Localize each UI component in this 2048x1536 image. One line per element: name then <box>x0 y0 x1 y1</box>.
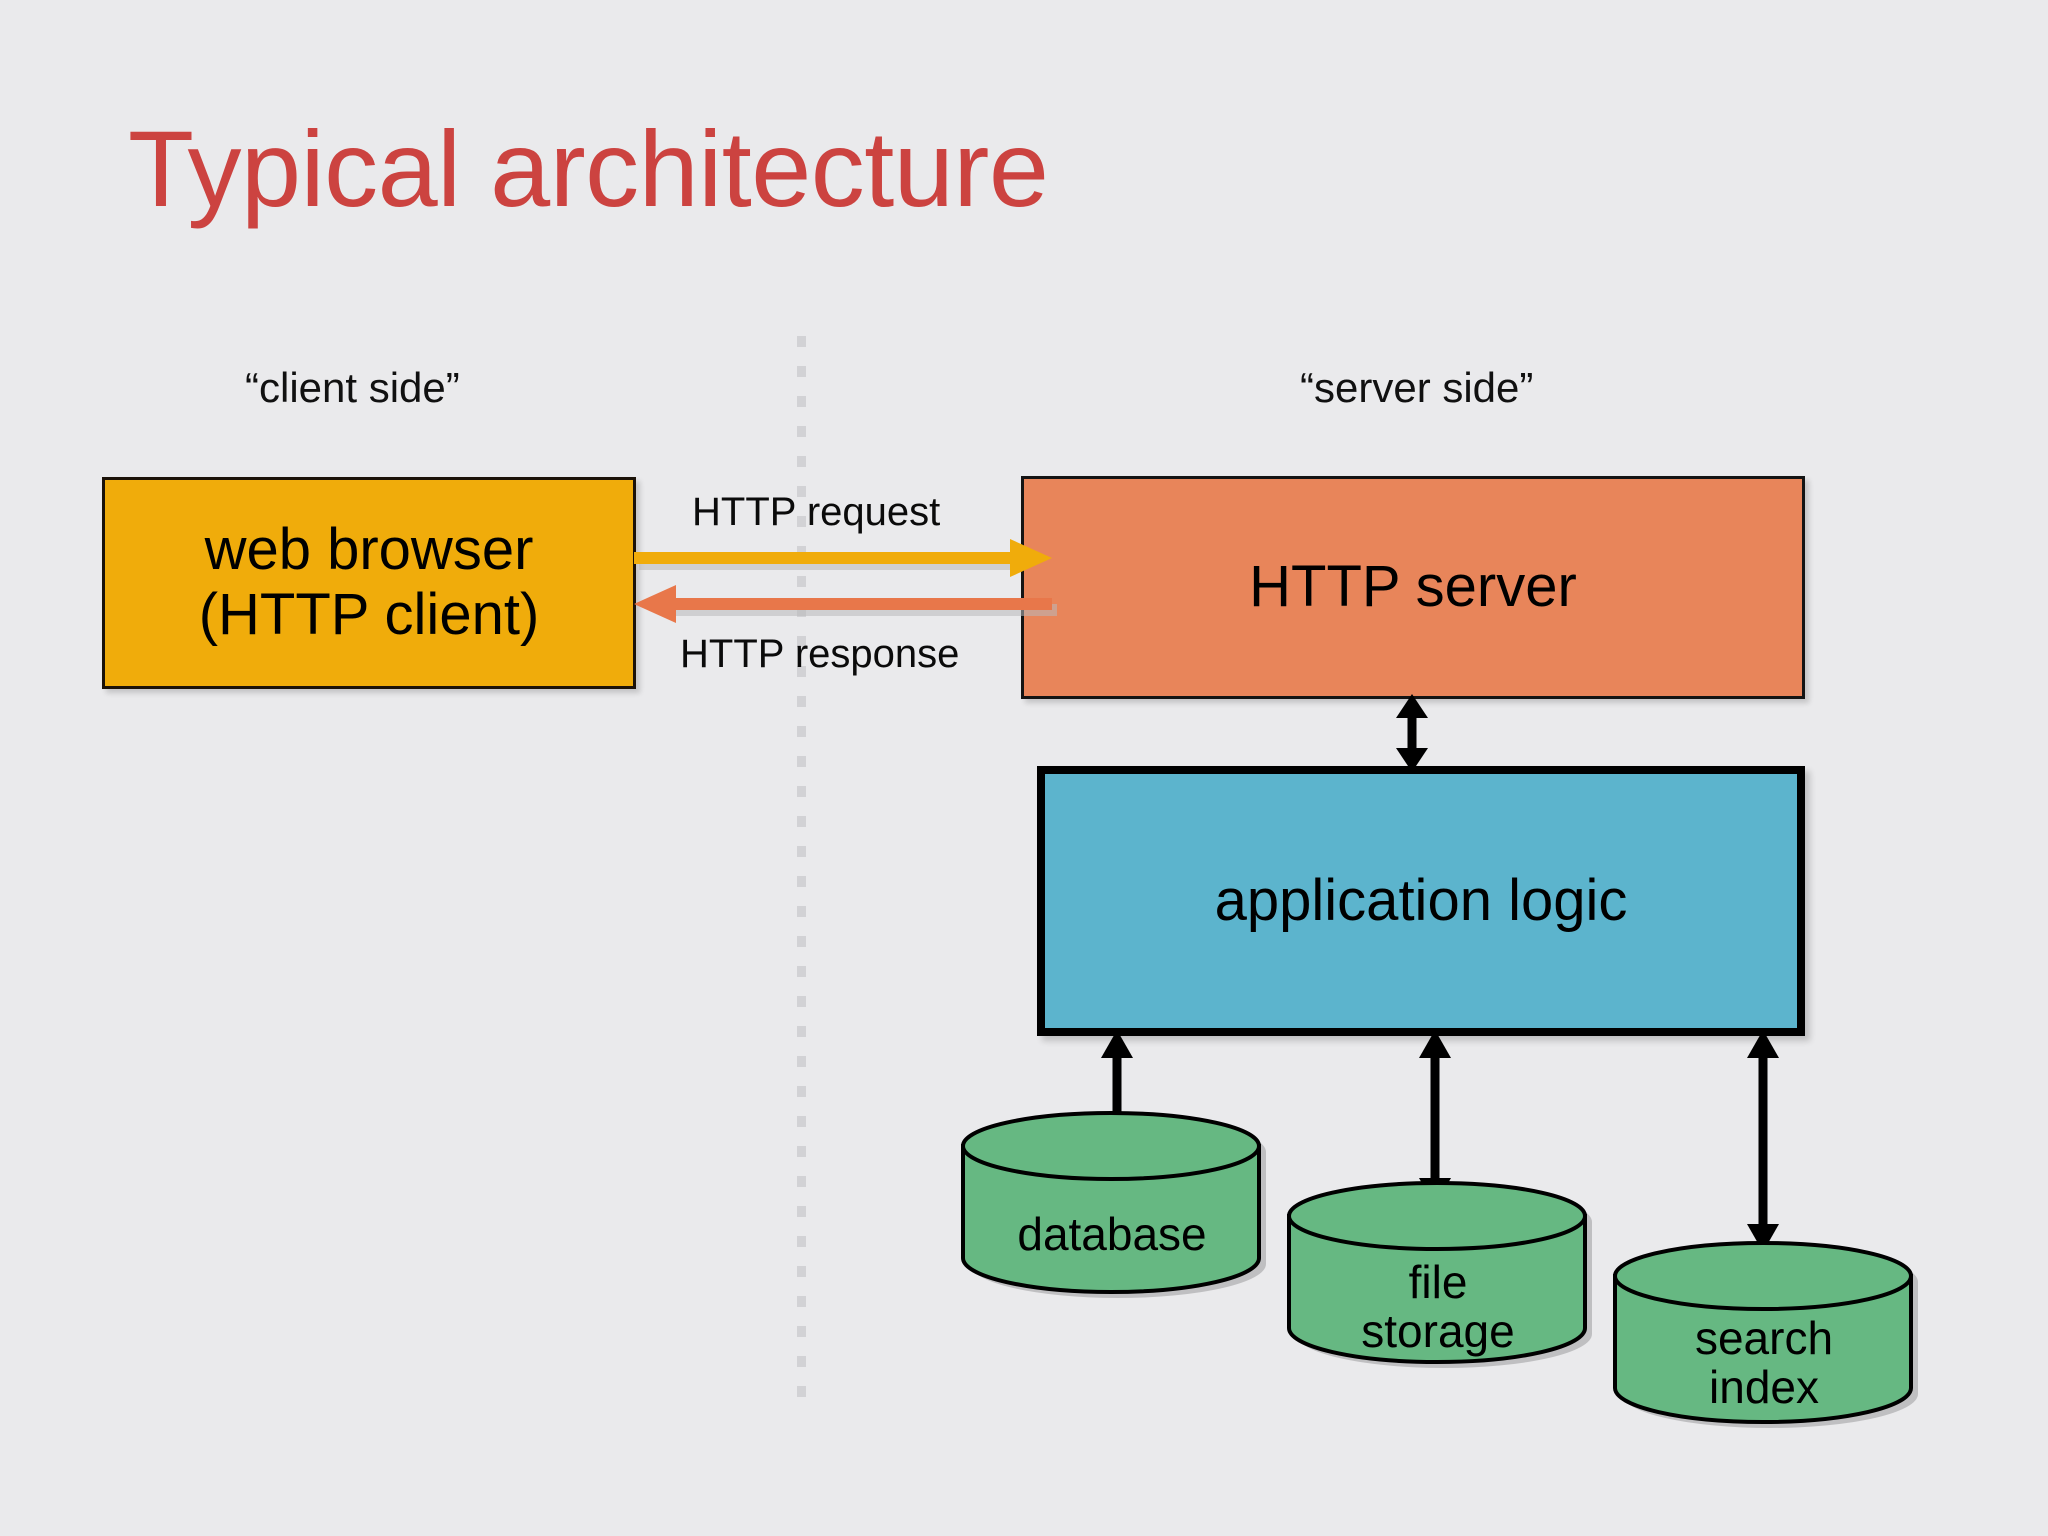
store-database[interactable]: database <box>961 1111 1266 1298</box>
box-web-browser[interactable]: web browser (HTTP client) <box>102 477 636 689</box>
box-http-server[interactable]: HTTP server <box>1021 476 1805 699</box>
arrow-http-request <box>634 534 1052 594</box>
box-http-server-label: HTTP server <box>1249 554 1577 620</box>
arrow-http-request-label: HTTP request <box>692 490 941 534</box>
box-application-logic[interactable]: application logic <box>1037 766 1805 1036</box>
arrow-http-server-to-application-logic <box>1389 694 1435 772</box>
arrow-application-logic-to-file-storage <box>1412 1030 1458 1206</box>
box-web-browser-label: web browser (HTTP client) <box>198 517 540 647</box>
arrow-application-logic-to-search-index <box>1740 1030 1786 1252</box>
store-search-index[interactable]: search index <box>1613 1241 1918 1428</box>
page-title: Typical architecture <box>128 108 1049 229</box>
client-server-divider <box>797 336 806 1400</box>
box-application-logic-label: application logic <box>1214 867 1628 933</box>
arrow-http-response <box>634 580 1057 640</box>
caption-client-side: “client side” <box>245 364 460 411</box>
caption-server-side: “server side” <box>1300 364 1534 411</box>
arrow-http-response-label: HTTP response <box>680 632 960 676</box>
store-file-storage[interactable]: file storage <box>1287 1181 1592 1368</box>
